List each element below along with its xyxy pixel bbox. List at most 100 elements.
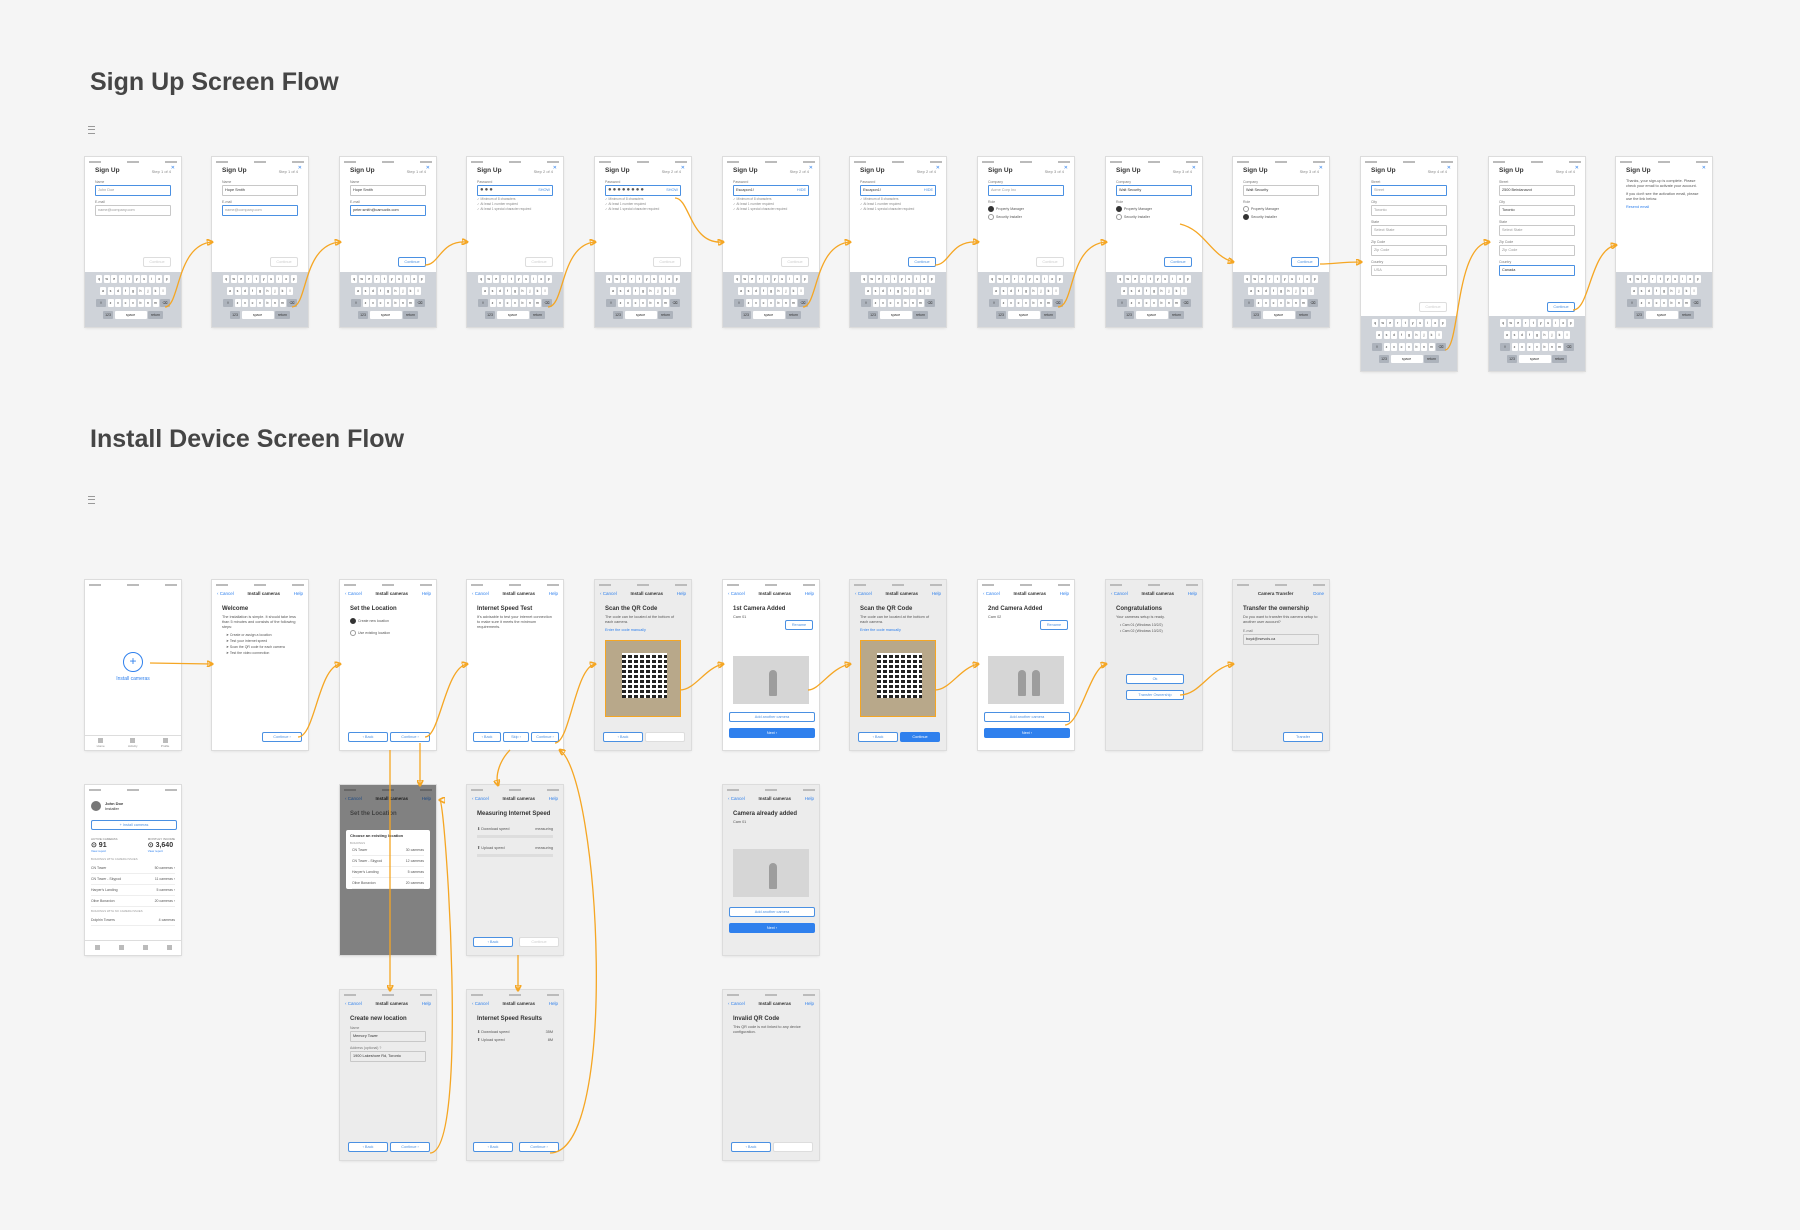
return-key[interactable]: return: [530, 311, 545, 319]
key[interactable]: j: [783, 287, 789, 295]
key[interactable]: w: [996, 275, 1003, 283]
space-key[interactable]: space: [1645, 311, 1678, 319]
key[interactable]: l: [415, 287, 421, 295]
key[interactable]: y: [1154, 275, 1161, 283]
key[interactable]: r: [1522, 319, 1529, 327]
close-icon[interactable]: ✕: [552, 165, 557, 171]
shift-key[interactable]: ⇧: [734, 299, 744, 307]
key[interactable]: a: [1631, 287, 1637, 295]
key[interactable]: v: [1534, 343, 1540, 351]
numbers-key[interactable]: 123: [613, 311, 623, 319]
text-field[interactable]: Toronto: [1499, 205, 1575, 216]
key[interactable]: v: [1406, 343, 1412, 351]
key[interactable]: e: [238, 275, 245, 283]
key[interactable]: z: [234, 299, 241, 307]
key[interactable]: z: [107, 299, 114, 307]
key[interactable]: y: [1026, 275, 1033, 283]
space-key[interactable]: space: [1262, 311, 1295, 319]
key[interactable]: f: [1143, 287, 1150, 295]
key[interactable]: p: [1567, 319, 1574, 327]
key[interactable]: q: [989, 275, 996, 283]
key[interactable]: k: [790, 287, 797, 295]
space-key[interactable]: space: [1135, 311, 1168, 319]
key[interactable]: e: [1642, 275, 1649, 283]
key[interactable]: v: [895, 299, 901, 307]
key[interactable]: a: [100, 287, 106, 295]
help-link[interactable]: Help: [804, 590, 814, 596]
text-field[interactable]: name@company.com: [222, 205, 298, 216]
close-icon[interactable]: ✕: [808, 165, 813, 171]
key[interactable]: s: [745, 287, 752, 295]
numbers-key[interactable]: 123: [1379, 355, 1389, 363]
key[interactable]: f: [1398, 331, 1405, 339]
key[interactable]: l: [798, 287, 804, 295]
key[interactable]: c: [887, 299, 894, 307]
close-icon[interactable]: ✕: [1701, 165, 1706, 171]
key[interactable]: s: [1000, 287, 1007, 295]
help-link[interactable]: Help: [548, 795, 558, 801]
key[interactable]: i: [1041, 275, 1048, 283]
close-icon[interactable]: ✕: [170, 165, 175, 171]
key[interactable]: z: [362, 299, 369, 307]
key[interactable]: u: [1289, 275, 1296, 283]
button[interactable]: Continue ›: [531, 732, 559, 742]
key[interactable]: x: [1136, 299, 1142, 307]
delete-key[interactable]: ⌫: [798, 299, 808, 307]
key[interactable]: p: [418, 275, 425, 283]
key[interactable]: w: [485, 275, 492, 283]
key[interactable]: z: [745, 299, 752, 307]
key[interactable]: x: [1646, 299, 1652, 307]
key[interactable]: g: [895, 287, 901, 295]
key[interactable]: w: [1379, 319, 1386, 327]
key[interactable]: k: [279, 287, 286, 295]
button[interactable]: Next ›: [729, 728, 815, 738]
delete-key[interactable]: ⌫: [925, 299, 935, 307]
cancel-link[interactable]: ‹ Cancel: [728, 1000, 745, 1006]
key[interactable]: x: [1391, 343, 1397, 351]
key[interactable]: u: [906, 275, 913, 283]
space-key[interactable]: space: [624, 311, 657, 319]
space-key[interactable]: space: [369, 311, 402, 319]
key[interactable]: r: [1649, 275, 1656, 283]
key[interactable]: v: [768, 299, 774, 307]
key[interactable]: h: [1285, 287, 1292, 295]
key[interactable]: z: [1383, 343, 1390, 351]
cancel-link[interactable]: ‹ Cancel: [472, 590, 489, 596]
key[interactable]: t: [1657, 275, 1664, 283]
role-option[interactable]: Property Manager: [988, 206, 1064, 212]
help-link[interactable]: Help: [931, 590, 941, 596]
delete-key[interactable]: ⌫: [1564, 343, 1574, 351]
key[interactable]: k: [1428, 331, 1435, 339]
key[interactable]: u: [1545, 319, 1552, 327]
key[interactable]: p: [1311, 275, 1318, 283]
key[interactable]: v: [130, 299, 136, 307]
space-key[interactable]: space: [241, 311, 274, 319]
cancel-link[interactable]: ‹ Cancel: [728, 590, 745, 596]
key[interactable]: b: [137, 299, 144, 307]
key[interactable]: h: [1541, 331, 1548, 339]
key[interactable]: g: [768, 287, 774, 295]
key[interactable]: m: [1045, 299, 1052, 307]
text-field[interactable]: Toronto: [1371, 205, 1447, 216]
delete-key[interactable]: ⌫: [1053, 299, 1063, 307]
button[interactable]: Continue: [1036, 257, 1064, 267]
key[interactable]: d: [1136, 287, 1142, 295]
numbers-key[interactable]: 123: [868, 311, 878, 319]
key[interactable]: w: [1124, 275, 1131, 283]
key[interactable]: m: [407, 299, 414, 307]
key[interactable]: k: [534, 287, 541, 295]
key[interactable]: n: [1166, 299, 1172, 307]
key[interactable]: i: [786, 275, 793, 283]
close-icon[interactable]: ✕: [1446, 165, 1451, 171]
key[interactable]: s: [1383, 331, 1390, 339]
delete-key[interactable]: ⌫: [415, 299, 425, 307]
numbers-key[interactable]: 123: [996, 311, 1006, 319]
button[interactable]: Continue: [1291, 257, 1319, 267]
key[interactable]: f: [504, 287, 511, 295]
key[interactable]: x: [880, 299, 886, 307]
key[interactable]: o: [1304, 275, 1311, 283]
key[interactable]: h: [1668, 287, 1675, 295]
cancel-link[interactable]: ‹ Cancel: [217, 590, 234, 596]
key[interactable]: o: [156, 275, 163, 283]
cancel-link[interactable]: ‹ Cancel: [983, 590, 1000, 596]
